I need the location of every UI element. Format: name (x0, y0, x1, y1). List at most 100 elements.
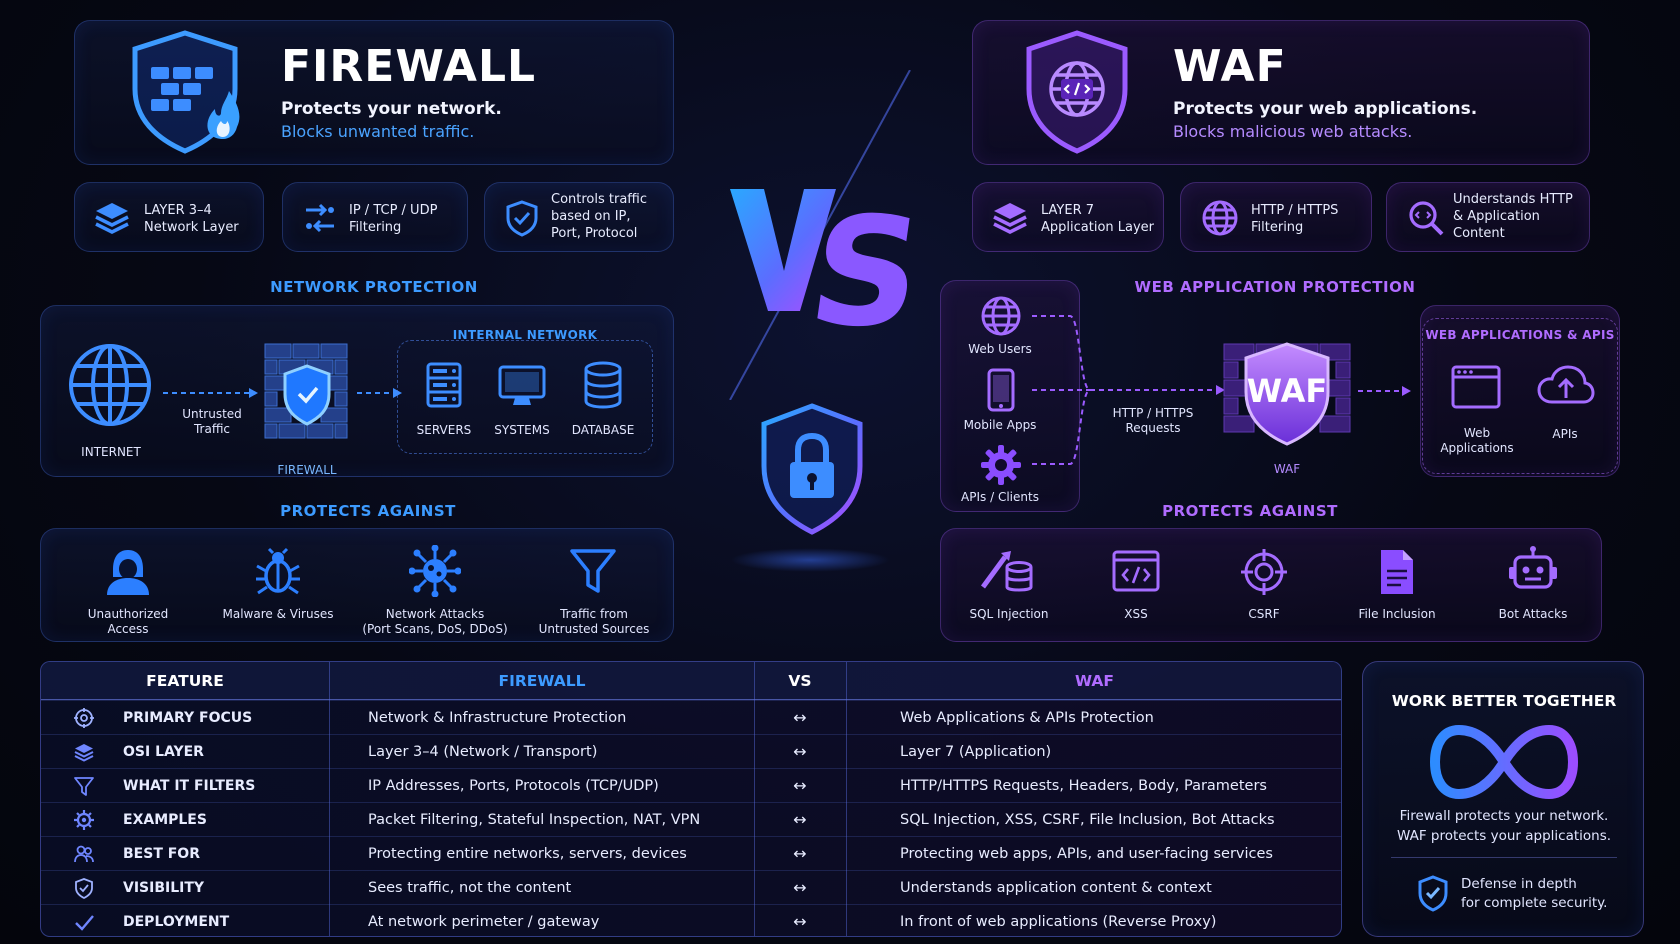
vs-arrow-cell: ↔ (793, 878, 807, 897)
network-protection-panel: INTERNET Untrusted Traffic FIREWALL INTE… (40, 305, 674, 477)
requests-line-2: Requests (1125, 421, 1181, 435)
vs-arrow-cell: ↔ (793, 912, 807, 931)
vs-arrow-cell: ↔ (793, 742, 807, 761)
chip-line1: Controls traffic (551, 192, 648, 207)
center-lock-shield-icon (761, 403, 863, 535)
firewall-chip-protocols: IP / TCP / UDP Filtering (282, 182, 468, 252)
waf-cell: Web Applications & APIs Protection (900, 709, 1154, 726)
chip-line2: Network Layer (144, 220, 239, 235)
browser-window-icon (1451, 365, 1501, 409)
waf-wall-shield-icon (1223, 342, 1351, 446)
network-protection-title: NETWORK PROTECTION (270, 278, 478, 296)
users-icon (74, 845, 94, 863)
web-apps-title: WEB APPLICATIONS & APIS (1425, 328, 1615, 342)
database-icon (584, 361, 622, 409)
together-title: WORK BETTER TOGETHER (1391, 692, 1617, 710)
threat-csrf: CSRF (1248, 607, 1280, 621)
untrusted-label-2: Traffic (193, 422, 231, 436)
waf-tagline: Protects your web applications. (1173, 99, 1478, 119)
threat-unauthorized-1: Unauthorized (87, 607, 169, 621)
together-defense-2: for complete security. (1461, 895, 1608, 911)
waf-chip-understands: Understands HTTP & Application Content (1386, 182, 1590, 252)
infinity-icon (1429, 724, 1579, 800)
firewall-shield-icon (132, 30, 240, 154)
waf-chip-layer: LAYER 7 Application Layer (972, 182, 1164, 252)
web-users-globe-icon (981, 296, 1021, 336)
firewall-cell: IP Addresses, Ports, Protocols (TCP/UDP) (368, 777, 659, 794)
table-divider (754, 662, 755, 936)
arrow-to-apps (1358, 386, 1411, 396)
flow-lines-to-waf (1032, 315, 1225, 465)
app-web-2: Applications (1440, 441, 1514, 455)
hacker-icon (107, 550, 149, 595)
internal-network-box (397, 340, 653, 454)
waf-protects-title: PROTECTS AGAINST (1162, 502, 1338, 520)
waf-badge-text: WAF (1246, 372, 1328, 410)
firewall-chip-layer: LAYER 3–4 Network Layer (74, 182, 264, 252)
network-arrows-icon (306, 203, 334, 233)
threat-sql-injection: SQL Injection (969, 607, 1049, 621)
waf-cell: HTTP/HTTPS Requests, Headers, Body, Para… (900, 777, 1267, 794)
waf-tagline2: Blocks malicious web attacks. (1173, 122, 1413, 141)
together-divider (1391, 857, 1617, 858)
waf-chip-http: HTTP / HTTPS Filtering (1180, 182, 1372, 252)
firewall-cell: At network perimeter / gateway (368, 913, 600, 930)
feature-cell: DEPLOYMENT (123, 913, 230, 930)
center-glow-platform (730, 548, 890, 572)
together-line-2: WAF protects your applications. (1396, 828, 1612, 844)
web-app-protection-title: WEB APPLICATION PROTECTION (1134, 278, 1416, 296)
header-waf: WAF (1075, 671, 1114, 690)
systems-label: SYSTEMS (494, 423, 550, 437)
together-defense-1: Defense in depth (1461, 876, 1577, 892)
database-label: DATABASE (571, 423, 635, 437)
vs-letter-v (730, 189, 836, 311)
firewall-header-panel: FIREWALL Protects your network. Blocks u… (74, 20, 674, 165)
waf-shield-globe-icon (1026, 30, 1128, 154)
vs-arrow-cell: ↔ (793, 810, 807, 829)
app-web-1: Web (1463, 426, 1491, 440)
shield-check-icon (75, 878, 93, 899)
header-firewall: FIREWALL (498, 671, 586, 690)
gear-icon (981, 445, 1021, 485)
crosshair-icon (1241, 549, 1287, 595)
chip-line1: LAYER 3–4 (144, 203, 212, 218)
firewall-cell: Sees traffic, not the content (368, 879, 572, 896)
vs-letter-s: S (799, 186, 933, 360)
chip-line2: based on IP, (551, 209, 631, 224)
table-row: PRIMARY FOCUS Network & Infrastructure Pr… (41, 700, 1341, 734)
firewall-chip-controls: Controls traffic based on IP, Port, Prot… (484, 182, 674, 252)
chip-line2: Application Layer (1041, 220, 1155, 235)
shield-check-icon (1418, 875, 1448, 912)
virus-icon (409, 545, 461, 597)
firewall-cell: Network & Infrastructure Protection (368, 709, 627, 726)
cloud-api-icon (1537, 365, 1595, 404)
feature-cell: PRIMARY FOCUS (123, 709, 253, 726)
waf-cell: Understands application content & contex… (900, 879, 1212, 896)
chip-line1: HTTP / HTTPS (1251, 203, 1339, 218)
web-apps-box (1422, 318, 1618, 474)
threat-bot-attacks: Bot Attacks (1498, 607, 1568, 621)
firewall-tagline: Protects your network. (281, 99, 502, 119)
waf-cell: In front of web applications (Reverse Pr… (900, 913, 1217, 930)
layers-icon (993, 203, 1027, 234)
firewall-protects-title: PROTECTS AGAINST (280, 502, 456, 520)
threat-xss: XSS (1124, 607, 1148, 621)
source-mobile-apps: Mobile Apps (963, 418, 1037, 432)
feature-cell: BEST FOR (123, 845, 200, 862)
chip-line3: Content (1453, 226, 1505, 241)
firewall-title: FIREWALL (281, 41, 537, 92)
vs-arrow-cell: ↔ (793, 776, 807, 795)
firewall-wall-icon (264, 343, 348, 439)
threat-untrusted-2: Untrusted Sources (538, 622, 650, 636)
funnel-icon (570, 549, 616, 593)
firewall-tagline2: Blocks unwanted traffic. (281, 122, 475, 141)
layers-icon (95, 203, 129, 234)
sql-injection-icon (980, 551, 1033, 592)
waf-threats-panel: SQL Injection XSS CSRF File Inclusion Bo… (940, 528, 1602, 642)
file-icon (1381, 550, 1413, 594)
table-row: DEPLOYMENT At network perimeter / gateway… (41, 904, 1341, 936)
untrusted-label-1: Untrusted (182, 407, 242, 421)
firewall-cell: Packet Filtering, Stateful Inspection, N… (368, 811, 701, 828)
shield-check-icon (506, 200, 538, 237)
